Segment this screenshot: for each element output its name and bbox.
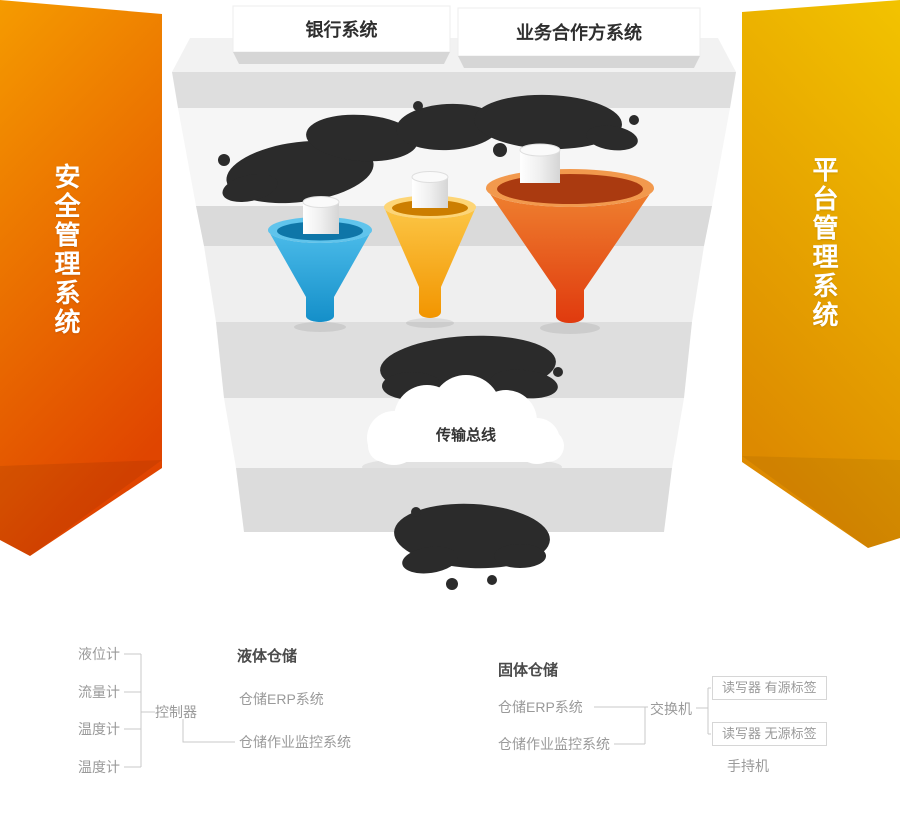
reader-passive-box: 读写器 无源标签	[712, 722, 827, 746]
controller-label: 控制器	[155, 704, 197, 720]
liquid-monitor-label: 仓储作业监控系统	[239, 734, 351, 750]
bus-label: 传输总线	[435, 427, 496, 444]
connector-lines	[124, 653, 711, 768]
blue-funnel	[268, 196, 372, 332]
red-funnel	[486, 143, 654, 334]
sensor-item-flow-meter: 流量计	[78, 684, 120, 700]
liquid-storage-title: 液体仓储	[237, 648, 298, 665]
handheld-label: 手持机	[727, 758, 769, 774]
solid-monitor-label: 仓储作业监控系统	[498, 736, 610, 752]
sensor-item-thermometer-1: 温度计	[78, 721, 120, 737]
bank-system-box-label: 银行系统	[305, 20, 378, 40]
yellow-funnel	[384, 171, 476, 328]
ink-cloud-top	[218, 94, 639, 204]
ink-cloud-bottom	[394, 503, 550, 590]
ink-cloud-middle	[380, 335, 563, 414]
sensor-item-thermometer-2: 温度计	[78, 759, 120, 775]
right-ribbon	[742, 0, 900, 548]
sensor-item-level-gauge: 液位计	[78, 646, 120, 662]
left-banner-label: 安全管理系统	[51, 163, 81, 337]
partner-system-box	[457, 7, 701, 68]
switch-label: 交换机	[650, 701, 692, 717]
bank-system-box	[232, 5, 451, 64]
bus-cloud	[362, 375, 564, 478]
left-ribbon	[0, 0, 162, 556]
partner-system-box-label: 业务合作方系统	[516, 23, 642, 43]
reader-active-box: 读写器 有源标签	[712, 676, 827, 700]
liquid-erp-label: 仓储ERP系统	[239, 691, 324, 707]
right-banner-label: 平台管理系统	[809, 156, 839, 330]
solid-erp-label: 仓储ERP系统	[498, 699, 583, 715]
solid-storage-title: 固体仓储	[498, 662, 559, 679]
